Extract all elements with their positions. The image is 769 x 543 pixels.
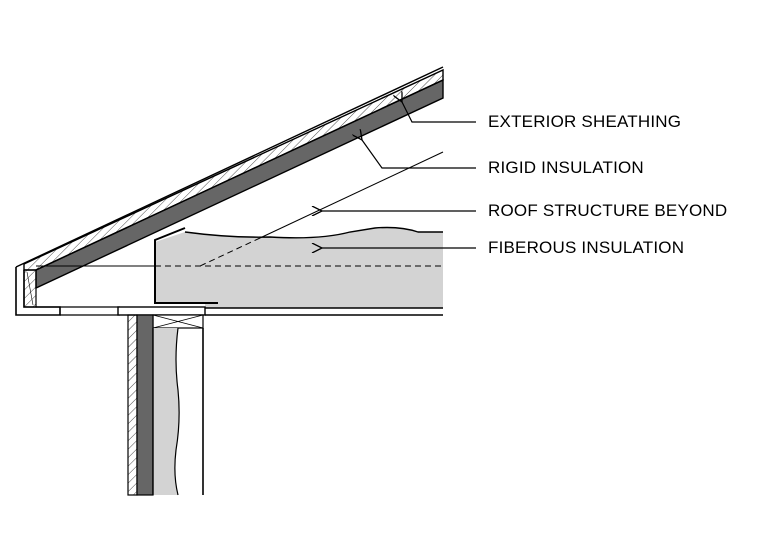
top-plate: [117, 306, 206, 316]
leader-exterior-sheathing: [402, 102, 476, 123]
wall-fiberous-insulation: [153, 328, 180, 495]
leader-rigid-insulation: [362, 140, 476, 169]
exterior-sheathing-strip: [23, 68, 444, 271]
callout-roof-structure-beyond: ROOF STRUCTURE BEYOND: [488, 201, 728, 220]
baffle: [154, 227, 218, 304]
wall-rigid-insulation: [136, 314, 154, 496]
callout-fiberous-insulation: FIBEROUS INSULATION: [488, 238, 685, 257]
fiberous-insulation-top-edge: [184, 226, 443, 239]
callout-exterior-sheathing: EXTERIOR SHEATHING: [488, 112, 682, 131]
fiberous-insulation-batt: [155, 227, 443, 308]
roof-structure-beyond-hidden: [199, 237, 261, 267]
roof-structure-beyond-line: [259, 151, 444, 239]
wall-exterior-sheathing: [127, 314, 138, 496]
callout-rigid-insulation: RIGID INSULATION: [488, 158, 644, 177]
roof-top-line: [15, 66, 444, 268]
